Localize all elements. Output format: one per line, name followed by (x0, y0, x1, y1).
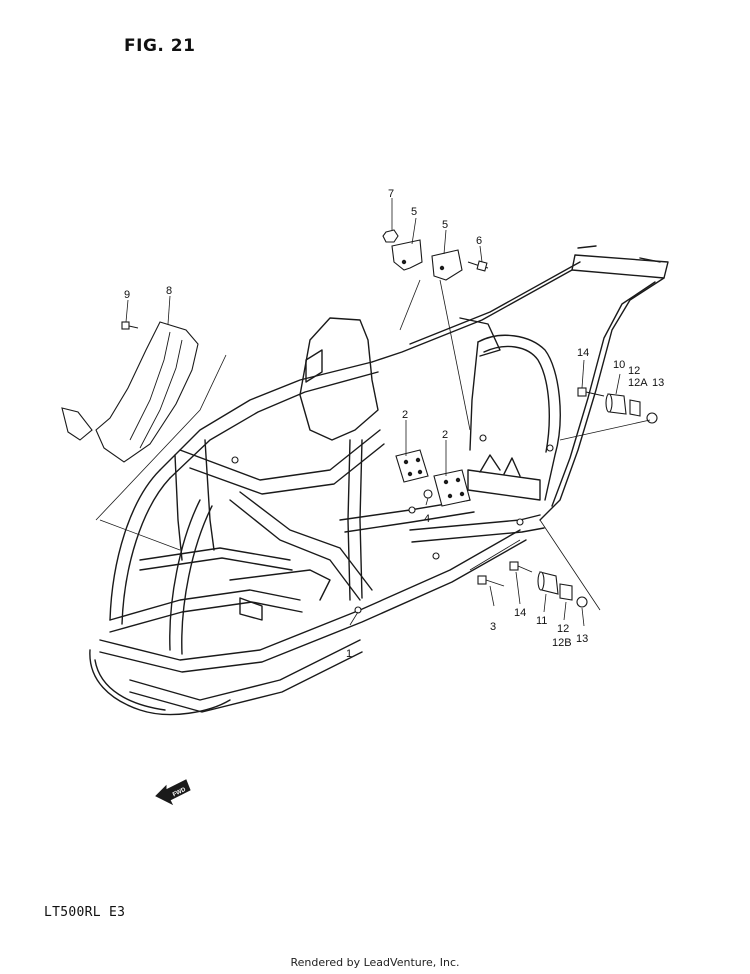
bushing-11 (537, 571, 559, 595)
bolt-6 (467, 260, 489, 272)
callout-2b: 2 (442, 429, 448, 441)
collar-12a (629, 399, 641, 417)
frame-assembly (89, 245, 669, 716)
figure-title: FIG. 21 (124, 36, 196, 56)
callout-7: 7 (388, 188, 394, 200)
fwd-label: FWD (172, 787, 188, 799)
fwd-arrow-icon: FWD (155, 779, 191, 806)
callout-14-lower: 14 (514, 607, 526, 619)
nut-13-upper (646, 412, 658, 424)
callout-13-upper: 13 (652, 377, 664, 389)
callout-4: 4 (424, 513, 430, 525)
callout-12-lower: 12 (557, 623, 569, 635)
model-code: LT500RL E3 (44, 905, 126, 920)
leader-lines (95, 198, 651, 627)
callout-3: 3 (490, 621, 496, 633)
callout-12a: 12A (628, 377, 648, 389)
callout-13-lower: 13 (576, 633, 588, 645)
nut-13-lower (576, 596, 588, 608)
collar-12b (559, 583, 573, 601)
engine-mount-bracket-2a (395, 449, 429, 483)
engine-mount-bracket-2b (433, 469, 471, 507)
bolt-14-lower (509, 561, 533, 573)
callout-2a: 2 (402, 409, 408, 421)
nut-7 (382, 229, 399, 243)
bolt-3 (477, 575, 505, 587)
callout-14-upper: 14 (577, 347, 589, 359)
nut-4 (423, 489, 433, 499)
callout-labels: 1 2 2 3 4 5 5 6 7 8 9 10 11 12 12A 12 12… (124, 188, 664, 660)
callout-8: 8 (166, 285, 172, 297)
callout-12-upper: 12 (628, 365, 640, 377)
callout-9: 9 (124, 289, 130, 301)
screw-9 (121, 321, 139, 330)
splash-guard-8 (61, 321, 199, 463)
callout-10: 10 (613, 359, 625, 371)
callout-1: 1 (346, 648, 352, 660)
callout-12b: 12B (552, 637, 572, 649)
bushing-10 (605, 393, 627, 415)
callout-11: 11 (536, 615, 547, 627)
bracket-5b (431, 249, 463, 281)
bracket-5a (391, 239, 423, 271)
footer-credit: Rendered by LeadVenture, Inc. (290, 956, 460, 969)
callout-5b: 5 (442, 219, 448, 231)
callout-6: 6 (476, 235, 482, 247)
callout-5a: 5 (411, 206, 417, 218)
